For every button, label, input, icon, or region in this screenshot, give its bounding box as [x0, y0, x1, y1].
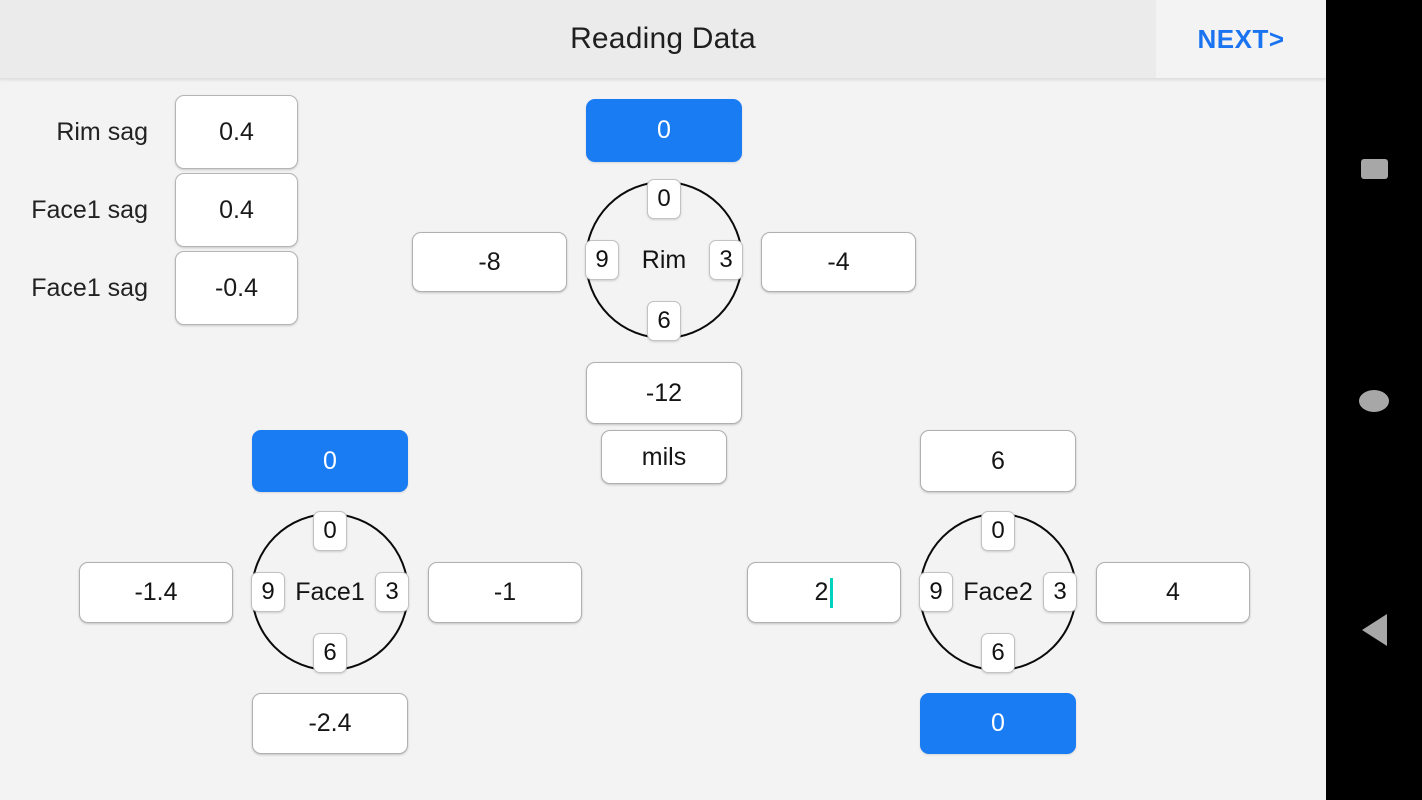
sag-row-face1-a: Face1 sag 0.4 [0, 171, 310, 249]
sag-input-rim[interactable]: 0.4 [175, 95, 298, 169]
recents-button[interactable] [1326, 139, 1422, 199]
face2-right-input[interactable]: 4 [1096, 562, 1250, 623]
sag-label-rim: Rim sag [56, 118, 148, 146]
face2-left-input-value: 2 [814, 578, 829, 606]
sag-input-face1-b[interactable]: -0.4 [175, 251, 298, 325]
sag-label-face1-a: Face1 sag [31, 196, 148, 224]
home-button[interactable] [1326, 371, 1422, 431]
app-header: Reading Data NEXT> [0, 0, 1326, 79]
dial-face2[interactable]: Face2 0 3 6 9 [919, 511, 1077, 673]
dial-face1-tick-9[interactable]: 9 [251, 572, 285, 612]
dial-face1-tick-0[interactable]: 0 [313, 511, 347, 551]
dial-face2-tick-9[interactable]: 9 [919, 572, 953, 612]
face2-bottom-input[interactable]: 0 [920, 693, 1076, 754]
units-input[interactable]: mils [601, 430, 727, 484]
rim-top-input[interactable]: 0 [586, 99, 742, 162]
circle-icon [1359, 390, 1389, 412]
next-button[interactable]: NEXT> [1156, 0, 1326, 78]
page-title: Reading Data [570, 22, 756, 55]
dial-face1-tick-6[interactable]: 6 [313, 633, 347, 673]
face2-top-input[interactable]: 6 [920, 430, 1076, 492]
sag-input-face1-a[interactable]: 0.4 [175, 173, 298, 247]
dial-face2-tick-6[interactable]: 6 [981, 633, 1015, 673]
dial-face2-tick-3[interactable]: 3 [1043, 572, 1077, 612]
dial-rim-tick-3[interactable]: 3 [709, 240, 743, 280]
face1-bottom-input[interactable]: -2.4 [252, 693, 408, 754]
dial-rim-tick-6[interactable]: 6 [647, 301, 681, 341]
dial-rim-tick-0[interactable]: 0 [647, 179, 681, 219]
app-content: Reading Data NEXT> Rim sag 0.4 Face1 sag… [0, 0, 1326, 800]
face2-left-input[interactable]: 2 [747, 562, 901, 623]
rim-right-input[interactable]: -4 [761, 232, 916, 292]
android-navbar [1326, 0, 1422, 800]
dial-rim-tick-9[interactable]: 9 [585, 240, 619, 280]
dial-rim[interactable]: Rim 0 3 6 9 [585, 179, 743, 341]
rim-bottom-input[interactable]: -12 [586, 362, 742, 424]
back-button[interactable] [1326, 600, 1422, 660]
sag-row-face1-b: Face1 sag -0.4 [0, 249, 310, 327]
dial-face2-tick-0[interactable]: 0 [981, 511, 1015, 551]
triangle-left-icon [1361, 614, 1387, 646]
rim-left-input[interactable]: -8 [412, 232, 567, 292]
sag-label-face1-b: Face1 sag [31, 274, 148, 302]
face1-left-input[interactable]: -1.4 [79, 562, 233, 623]
square-icon [1360, 159, 1388, 179]
sag-list: Rim sag 0.4 Face1 sag 0.4 Face1 sag -0.4 [0, 93, 310, 327]
face1-top-input[interactable]: 0 [252, 430, 408, 492]
text-caret [830, 577, 834, 608]
next-button-label: NEXT> [1197, 23, 1285, 54]
sag-row-rim: Rim sag 0.4 [0, 93, 310, 171]
dial-face1[interactable]: Face1 0 3 6 9 [251, 511, 409, 673]
face1-right-input[interactable]: -1 [428, 562, 582, 623]
dial-face1-tick-3[interactable]: 3 [375, 572, 409, 612]
